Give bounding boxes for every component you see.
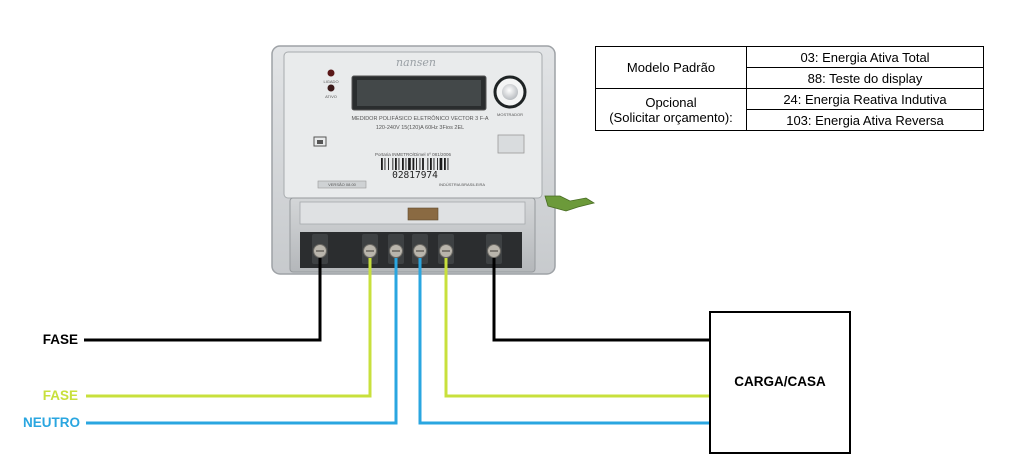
side-clip bbox=[544, 195, 596, 212]
table-row: 103: Energia Ativa Reversa bbox=[596, 109, 984, 131]
meter-footer-strip bbox=[317, 180, 367, 189]
table-row: 88: Teste do display bbox=[596, 67, 984, 89]
serial-number: 02817974 bbox=[392, 170, 438, 181]
table-option: 24: Energia Reativa Indutiva bbox=[746, 88, 984, 110]
meter-side-tab bbox=[497, 134, 525, 154]
barcode-bar bbox=[444, 158, 446, 170]
terminal-screw bbox=[412, 234, 428, 264]
terminal-screw bbox=[312, 234, 328, 264]
barcode-bar bbox=[416, 158, 417, 170]
wire-fase-green-out bbox=[444, 258, 710, 398]
barcode-bar bbox=[419, 158, 421, 170]
energy-meter: nansen LIGADO ATIVO MOSTRADOR MEDIDOR PO… bbox=[271, 45, 596, 275]
load-label: CARGA/CASA bbox=[734, 374, 826, 389]
barcode-bar bbox=[408, 158, 411, 170]
barcode-bar bbox=[395, 158, 397, 170]
meter-brand: nansen bbox=[396, 56, 436, 69]
terminal-screw bbox=[438, 234, 454, 264]
meter-specs: 120-240V 15(120)A 60Hz 3Fios 2EL bbox=[376, 125, 464, 131]
table-option: 103: Energia Ativa Reversa bbox=[746, 109, 984, 131]
meter-footer-right: INDÚSTRIA BRASILEIRA bbox=[439, 182, 485, 187]
terminal-screw bbox=[362, 234, 378, 264]
barcode-bar bbox=[447, 158, 449, 170]
lcd-glass bbox=[357, 80, 481, 106]
inmetro-logo bbox=[313, 136, 327, 147]
barcode-bar bbox=[439, 158, 443, 170]
meter-footer-left: VERSÃO 08.00 bbox=[328, 182, 357, 187]
meter-model: MEDIDOR POLIFÁSICO ELETRÔNICO VECTOR 3 F… bbox=[351, 115, 488, 122]
barcode-bar bbox=[437, 158, 438, 170]
barcode-bar bbox=[381, 158, 383, 170]
dial-knob-center bbox=[502, 84, 518, 100]
barcode-bar bbox=[405, 158, 407, 170]
table-group-optional: Opcional (Solicitar orçamento): bbox=[595, 88, 747, 131]
wire-fase-black-out bbox=[492, 258, 710, 342]
barcode-bar bbox=[398, 158, 400, 170]
table-group-optional-line2: (Solicitar orçamento): bbox=[609, 109, 733, 125]
terminal-recess bbox=[300, 232, 522, 268]
table-row: Modelo Padrão 03: Energia Ativa Total bbox=[595, 46, 984, 89]
label-neutro: NEUTRO bbox=[23, 415, 80, 430]
dial-label: MOSTRADOR bbox=[497, 112, 523, 117]
meter-cert: Portaria INMETRO/Dimel nº 081/2006 bbox=[375, 152, 451, 157]
table-group-optional-line1: Opcional bbox=[645, 94, 697, 110]
terminal-screws bbox=[312, 234, 502, 264]
table-group-standard: Modelo Padrão bbox=[595, 46, 747, 89]
table-row: Opcional (Solicitar orçamento): 24: Ener… bbox=[595, 88, 984, 131]
led-ligado-label: LIGADO bbox=[323, 79, 338, 84]
terminal-screw bbox=[388, 234, 404, 264]
wire-fase-black-in bbox=[84, 258, 322, 342]
led-ligado bbox=[327, 69, 335, 77]
label-fase-black: FASE bbox=[43, 332, 78, 347]
barcode-bar bbox=[433, 158, 435, 170]
barcode-bar bbox=[427, 158, 429, 170]
seal-slot bbox=[407, 207, 439, 221]
terminal-screw bbox=[486, 234, 502, 264]
barcode-bar bbox=[430, 158, 432, 170]
barcode bbox=[381, 158, 449, 170]
led-ativo-label: ATIVO bbox=[325, 94, 337, 99]
wire-neutro-in bbox=[86, 258, 398, 425]
barcode-bar bbox=[388, 158, 389, 170]
barcode-bar bbox=[392, 158, 394, 170]
table-option: 88: Teste do display bbox=[746, 67, 984, 89]
load-box bbox=[709, 311, 851, 454]
barcode-bar bbox=[384, 158, 386, 170]
barcode-bar bbox=[422, 158, 424, 170]
barcode-bar bbox=[402, 158, 404, 170]
wire-neutro-out bbox=[418, 258, 710, 425]
wire-fase-green-in bbox=[86, 258, 372, 398]
barcode-bar bbox=[412, 158, 415, 170]
label-fase-green: FASE bbox=[43, 388, 78, 403]
display-options-table: Modelo Padrão 03: Energia Ativa Total 88… bbox=[595, 46, 984, 131]
table-option: 03: Energia Ativa Total bbox=[746, 46, 984, 68]
wires bbox=[84, 258, 710, 425]
led-ativo bbox=[327, 84, 335, 92]
